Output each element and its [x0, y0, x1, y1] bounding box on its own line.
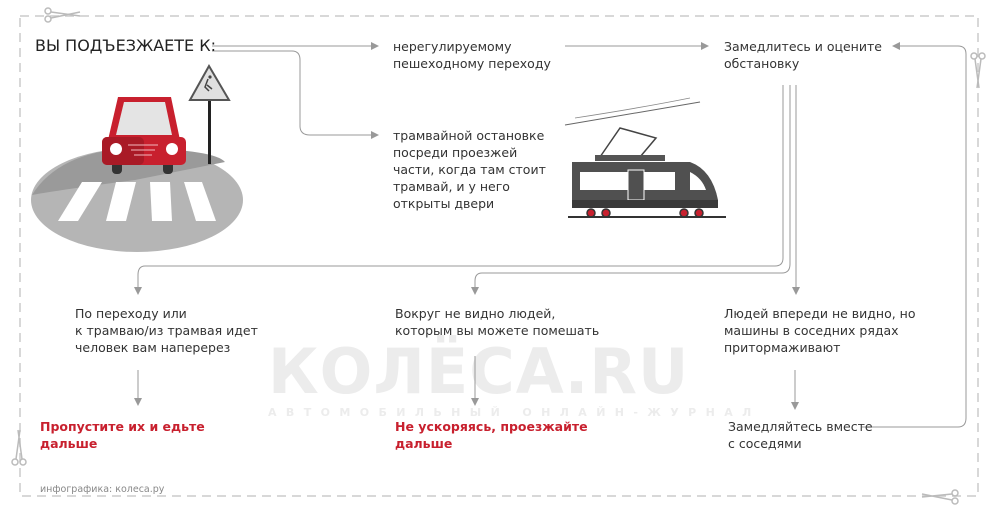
action-slow-down: Замедлитесь и оцените обстановку	[724, 39, 882, 71]
option-tram-stop: трамвайной остановке посреди проезжей ча…	[393, 128, 546, 211]
page-title: ВЫ ПОДЪЕЗЖАЕТЕ К:	[35, 36, 216, 55]
car-icon	[102, 97, 186, 174]
watermark-logo: КОЛЁСА.RU	[268, 335, 690, 408]
arrow-to-situation-2	[471, 85, 791, 295]
arrow-to-situation-1	[134, 85, 784, 295]
situation-3: Людей впереди не видно, но машины в сосе…	[724, 306, 916, 355]
scissors-icon	[11, 7, 986, 505]
loop-back-arrow	[862, 42, 967, 428]
situation-1: По переходу или к трамваю/из трамвая иде…	[75, 306, 258, 355]
result-3: Замедляйтесь вместе с соседями	[728, 419, 873, 451]
footer-credit: инфографика: колеса.ру	[40, 484, 165, 495]
result-2: Не ускоряясь, проезжайте дальше	[395, 419, 588, 451]
result-1: Пропустите их и едьте дальше	[40, 419, 205, 451]
tram-icon	[564, 97, 726, 218]
watermark-tagline: АВТОМОБИЛЬНЫЙ ОНЛАЙН-ЖУРНАЛ	[268, 406, 761, 419]
pedestrian-sign-icon	[188, 63, 231, 164]
option-crossing: нерегулируемому пешеходному переходу	[393, 39, 551, 71]
cut-border	[19, 15, 979, 497]
situation-2: Вокруг не видно людей, которым вы можете…	[395, 306, 600, 338]
arrow-to-tram-stop	[212, 50, 379, 139]
